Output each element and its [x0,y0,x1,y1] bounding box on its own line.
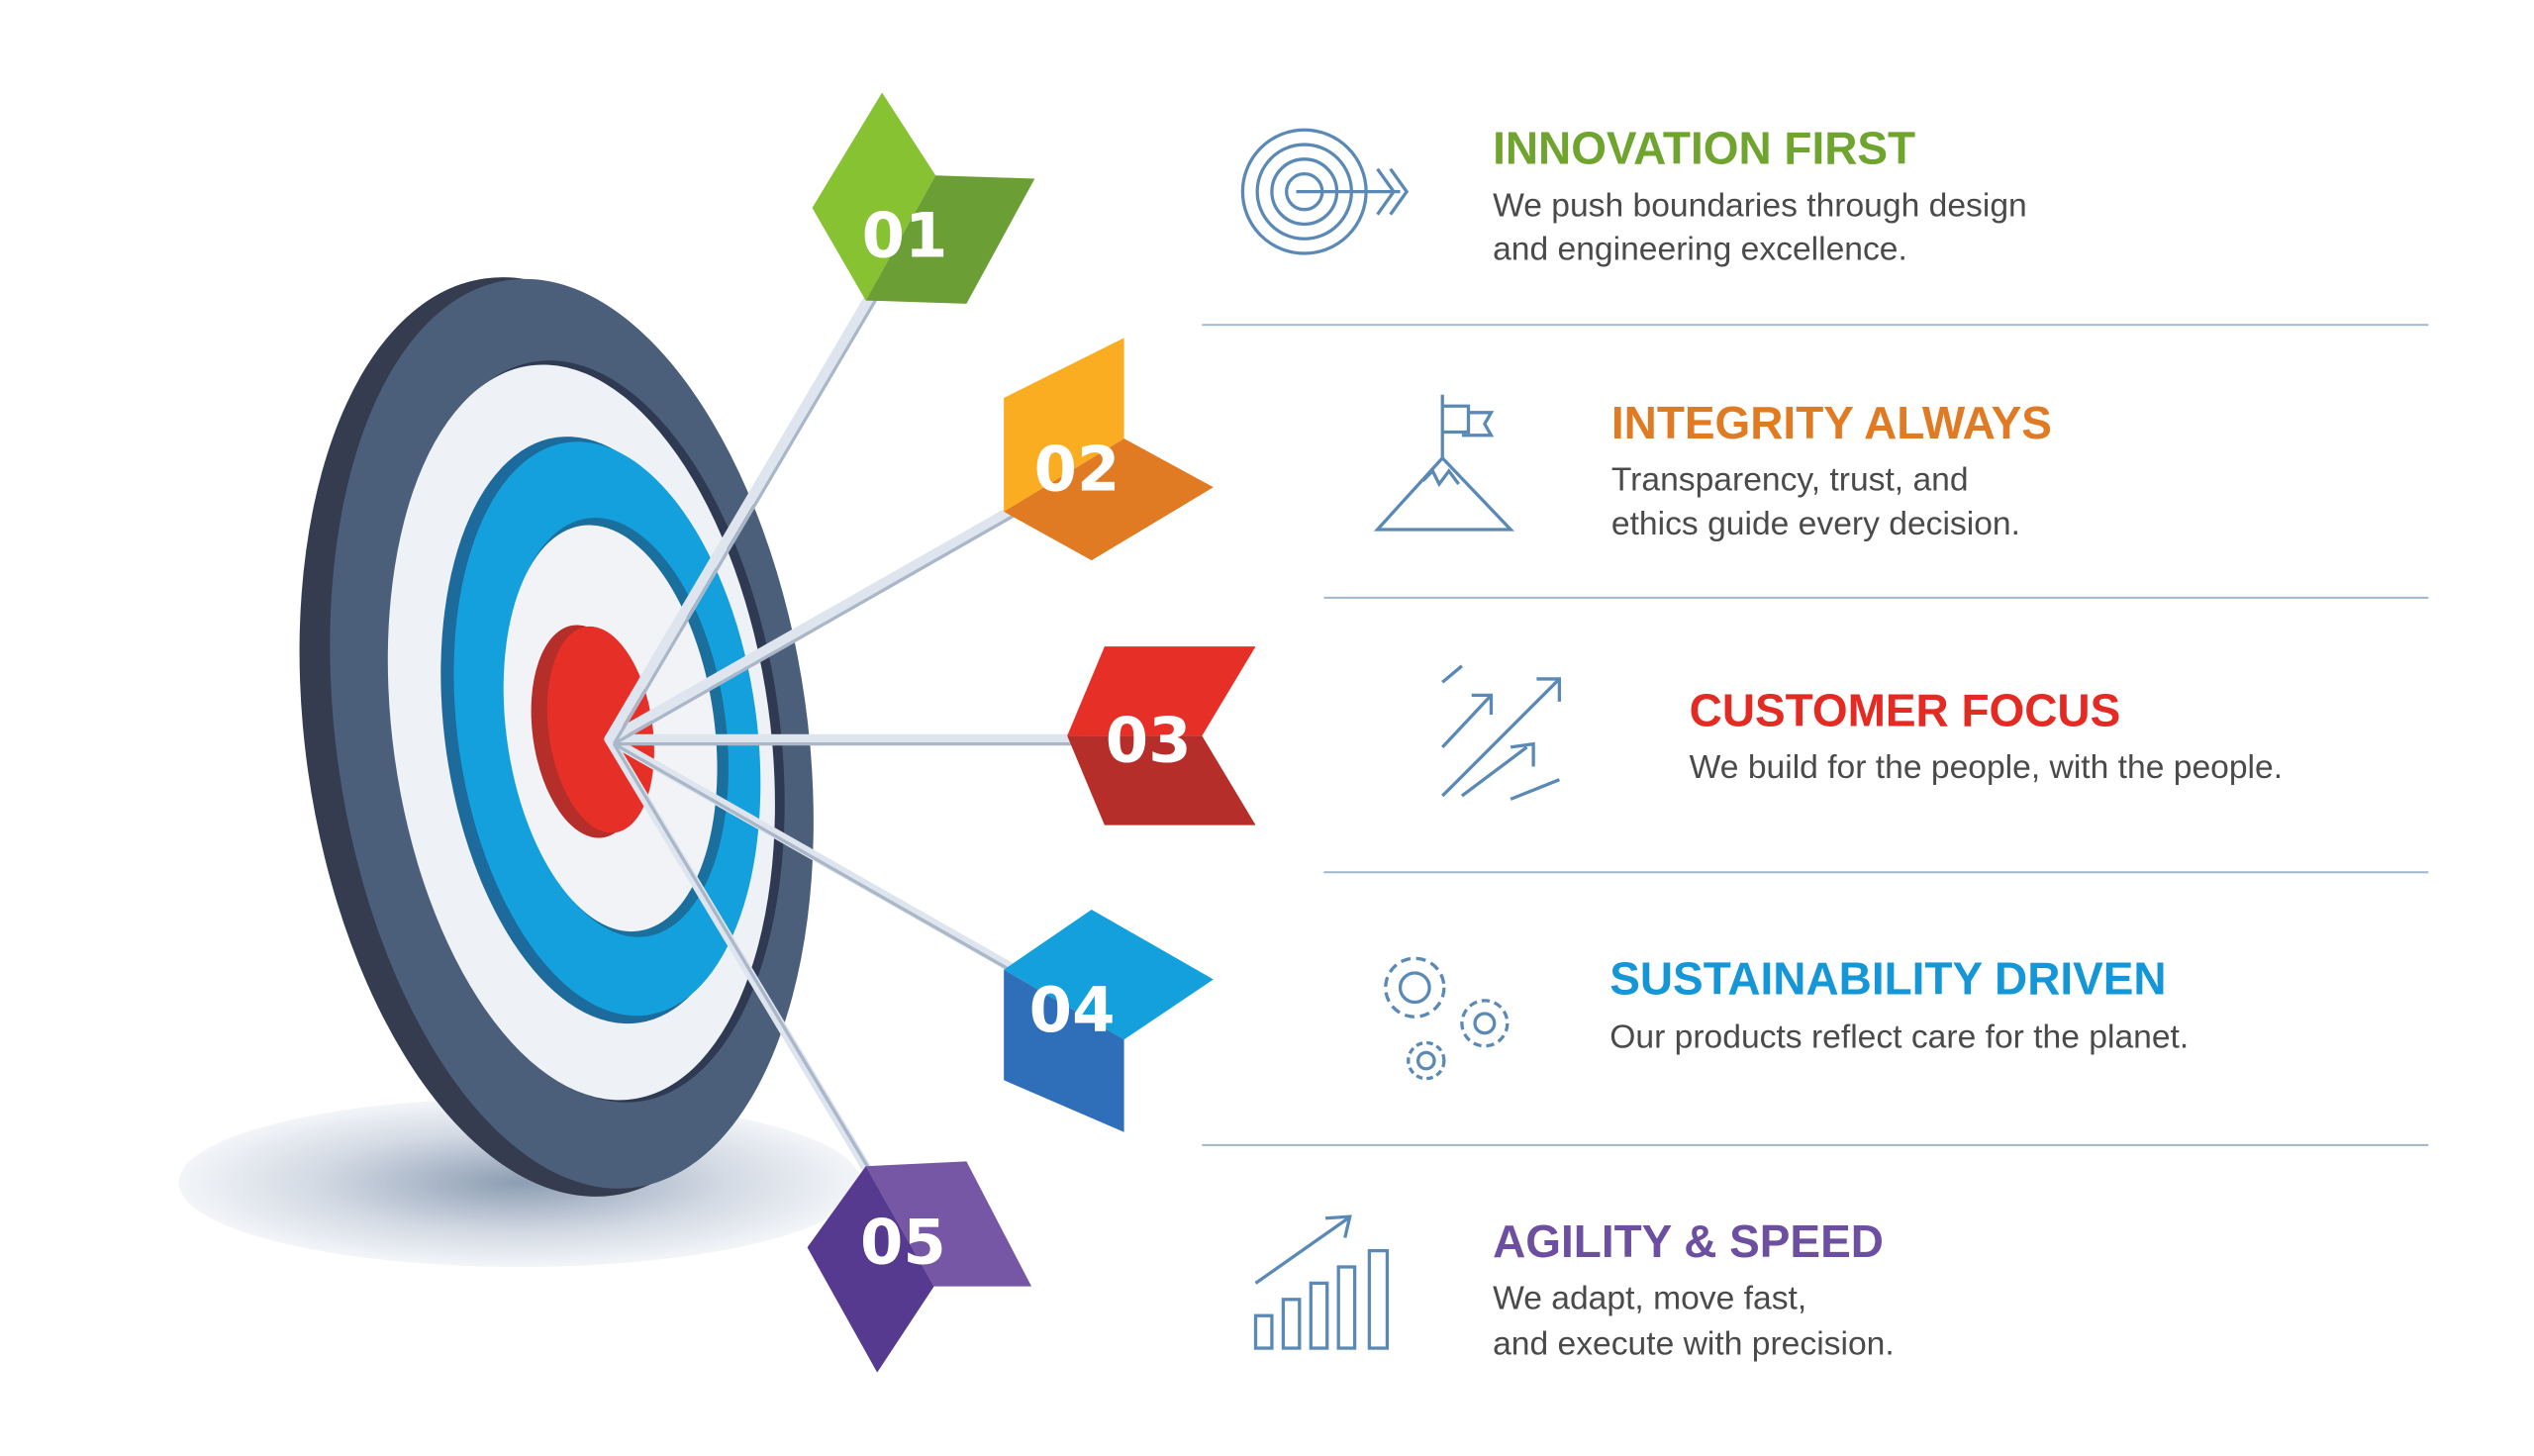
item-description: We build for the people, with the people… [1690,749,2283,786]
flag-01: 01 [812,92,1035,304]
gears-icon [1384,956,1510,1081]
flag-number: 02 [1034,434,1121,506]
item-sustainability-driven: SUSTAINABILITY DRIVEN Our products refle… [1609,952,2189,1055]
mountain-flag-icon [1373,394,1514,532]
flag-number: 04 [1029,974,1116,1046]
flag-04: 04 [1004,909,1214,1132]
dartboard-target [178,277,861,1267]
flag-05: 05 [807,1161,1032,1373]
item-integrity-always: INTEGRITY ALWAYS Transparency, trust, an… [1611,397,2052,542]
growth-chart-icon [1253,1214,1390,1350]
item-description: ethics guide every decision. [1611,506,2020,542]
flag-number: 01 [862,199,948,271]
item-title: SUSTAINABILITY DRIVEN [1609,952,2166,1004]
item-description: and engineering excellence. [1493,232,1907,268]
item-description: and execute with precision. [1493,1326,1895,1363]
item-description: Transparency, trust, and [1611,462,1969,499]
item-description: We adapt, move fast, [1493,1281,1806,1317]
item-title: CUSTOMER FOCUS [1690,685,2121,736]
rising-arrows-icon [1441,664,1562,801]
target-arrow-icon [1240,128,1410,255]
flag-02: 02 [1004,338,1214,561]
item-description: Our products reflect care for the planet… [1609,1019,2189,1055]
item-customer-focus: CUSTOMER FOCUS We build for the people, … [1690,685,2283,787]
item-agility-speed: AGILITY & SPEED We adapt, move fast, and… [1493,1215,1895,1362]
item-description: We push boundaries through design [1493,187,2027,224]
item-title: AGILITY & SPEED [1493,1215,1884,1267]
item-title: INTEGRITY ALWAYS [1611,397,2052,448]
flag-number: 03 [1106,705,1192,777]
arrow-shafts [604,279,1086,1191]
flag-number: 05 [860,1207,946,1279]
flag-03: 03 [1067,646,1256,825]
item-title: INNOVATION FIRST [1493,123,1915,174]
item-innovation-first: INNOVATION FIRST We push boundaries thro… [1493,123,2027,268]
